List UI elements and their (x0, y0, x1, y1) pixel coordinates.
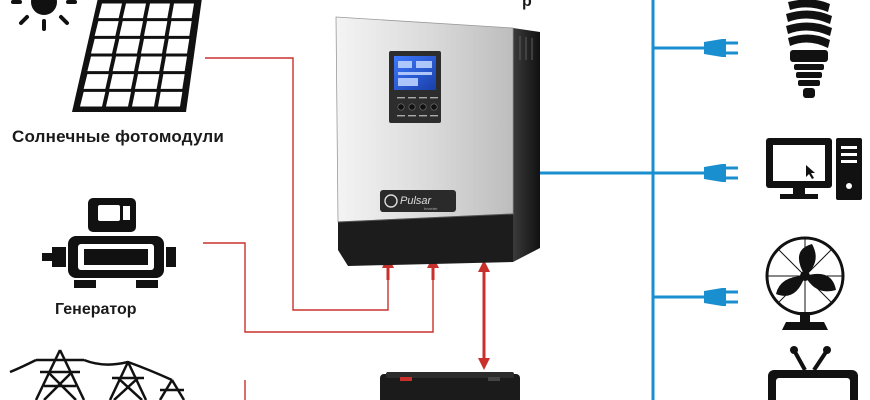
fan-icon (765, 236, 845, 330)
solar-cell (158, 91, 183, 107)
solar-cell (116, 38, 140, 54)
dc-wiring (203, 57, 434, 400)
logo-model: Inverter (424, 206, 438, 211)
battery-icon (380, 372, 520, 400)
generator-caption: Генератор (55, 301, 137, 318)
header-text-fragment: р (522, 0, 532, 10)
solar-cell (91, 38, 116, 54)
solar-cell (171, 3, 194, 19)
solar-cell (163, 56, 187, 72)
solar-cell (98, 3, 122, 19)
solar-panel-icon (72, 0, 202, 112)
solar-cell (135, 74, 160, 89)
solar-cell (144, 21, 168, 36)
solar-cell (83, 74, 109, 89)
solar-cell (87, 56, 112, 72)
logo-brand: Pulsar (400, 195, 433, 207)
solar-cell (80, 91, 106, 107)
connection-arrows (382, 256, 490, 370)
solar-panels-caption: Солнечные фотомодули (12, 127, 225, 146)
plug-icon (704, 288, 738, 306)
solar-cell (106, 91, 131, 107)
inverter-icon: Pulsar Inverter (335, 16, 540, 266)
control-buttons (397, 103, 438, 111)
generator-icon (42, 198, 176, 288)
solar-cell (166, 38, 190, 54)
solar-cell (147, 3, 170, 19)
solar-panel-cells (80, 3, 194, 107)
solar-cell (119, 21, 143, 36)
sun-icon (11, 0, 77, 31)
ac-wiring (540, 0, 712, 400)
solar-cell (122, 3, 146, 19)
solar-cell (160, 74, 185, 89)
solar-cell (109, 74, 134, 89)
energy-saving-lamp-icon (786, 0, 832, 98)
solar-cell (138, 56, 162, 72)
plug-icon (704, 164, 738, 182)
power-grid-icon (9, 349, 186, 400)
solar-cell (112, 56, 137, 72)
solar-cell (94, 21, 119, 36)
plug-icons (704, 39, 738, 306)
computer-icon (766, 138, 862, 200)
pulsar-logo: Pulsar Inverter (380, 190, 456, 212)
plug-icon (704, 39, 738, 57)
tv-icon (768, 346, 858, 400)
solar-cell (168, 21, 192, 36)
solar-cell (141, 38, 165, 54)
solar-cell (132, 91, 157, 107)
